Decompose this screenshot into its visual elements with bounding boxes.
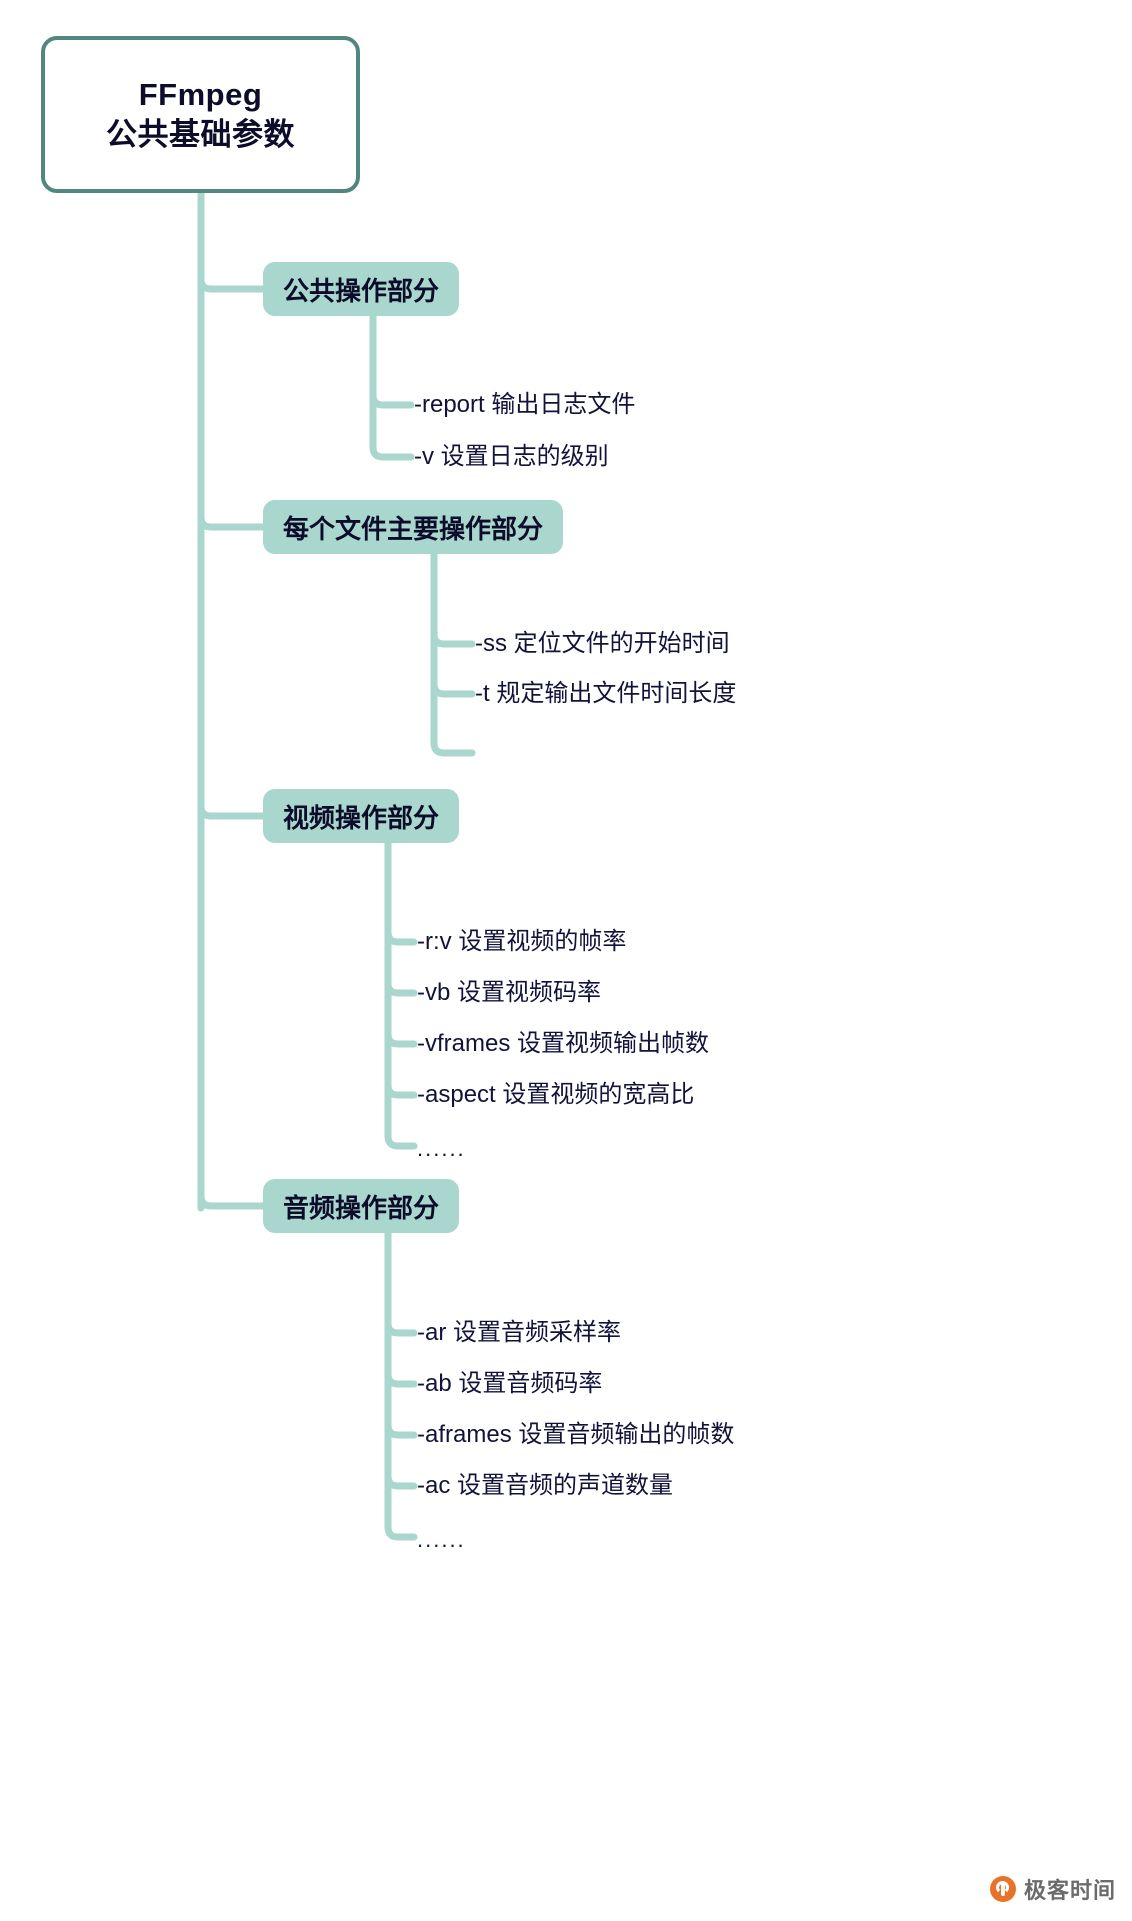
branch-label: 每个文件主要操作部分 xyxy=(283,513,544,544)
leaf-node-vb[interactable]: -vb 设置视频码率 xyxy=(417,979,602,1006)
geekbang-logo-icon xyxy=(989,1876,1016,1902)
connector-b4-leaf-3 xyxy=(384,1421,418,1439)
connector-b3-leaf-4 xyxy=(384,1081,418,1099)
connector-b3-leaf-3 xyxy=(384,1030,418,1048)
connector-root-branch-1 xyxy=(197,275,267,293)
leaf-node-video-more[interactable]: ...... xyxy=(417,1136,466,1161)
connector-root-branch-2 xyxy=(197,513,267,531)
leaf-node-aframes[interactable]: -aframes 设置音频输出的帧数 xyxy=(417,1421,735,1448)
leaf-node-report[interactable]: -report 输出日志文件 xyxy=(414,391,636,418)
branch-node-audio-operations[interactable]: 音频操作部分 xyxy=(263,1179,460,1233)
branch-node-public-operations[interactable]: 公共操作部分 xyxy=(263,262,460,316)
leaf-node-ac[interactable]: -ac 设置音频的声道数量 xyxy=(417,1472,674,1499)
root-node[interactable]: FFmpeg 公共基础参数 xyxy=(41,36,360,193)
watermark-label: 极客时间 xyxy=(1023,1878,1116,1903)
connector-b4-leaf-4 xyxy=(384,1472,418,1490)
connector-b1-leaf-2 xyxy=(369,443,415,461)
leaf-node-ab[interactable]: -ab 设置音频码率 xyxy=(417,1370,603,1397)
connector-root-branch-4 xyxy=(197,1192,267,1210)
connector-root-branch-3 xyxy=(197,802,267,820)
leaf-node-ss[interactable]: -ss 定位文件的开始时间 xyxy=(475,630,730,657)
branch-label: 音频操作部分 xyxy=(283,1192,440,1223)
branch-node-video-operations[interactable]: 视频操作部分 xyxy=(263,789,460,843)
connector-b2-leaf-3 xyxy=(430,739,476,757)
root-title-line-1: FFmpeg xyxy=(138,76,263,112)
connector-b4-leaf-2 xyxy=(384,1370,418,1388)
connector-b2-leaf-2 xyxy=(430,680,476,698)
branch-label: 公共操作部分 xyxy=(283,275,440,306)
leaf-node-audio-more[interactable]: ...... xyxy=(417,1527,466,1552)
root-title-line-2: 公共基础参数 xyxy=(106,116,295,152)
branch-label: 视频操作部分 xyxy=(283,802,440,833)
connector-b3-leaf-5 xyxy=(384,1132,418,1150)
leaf-node-aspect[interactable]: -aspect 设置视频的宽高比 xyxy=(417,1081,695,1108)
watermark: 极客时间 xyxy=(989,1873,1116,1905)
leaf-node-v[interactable]: -v 设置日志的级别 xyxy=(414,443,609,470)
leaf-node-ar[interactable]: -ar 设置音频采样率 xyxy=(417,1319,621,1346)
connector-b1-leaf-1 xyxy=(369,391,415,409)
connector-b3-leaf-2 xyxy=(384,979,418,997)
leaf-node-rv[interactable]: -r:v 设置视频的帧率 xyxy=(417,928,627,955)
leaf-node-vframes[interactable]: -vframes 设置视频输出帧数 xyxy=(417,1030,710,1057)
connector-b2-leaf-1 xyxy=(430,630,476,648)
leaf-node-t[interactable]: -t 规定输出文件时间长度 xyxy=(475,680,737,707)
connector-b3-leaf-1 xyxy=(384,928,418,946)
connector-b4-leaf-1 xyxy=(384,1319,418,1337)
branch-node-per-file-operations[interactable]: 每个文件主要操作部分 xyxy=(263,500,564,554)
connector-b4-leaf-5 xyxy=(384,1523,418,1541)
